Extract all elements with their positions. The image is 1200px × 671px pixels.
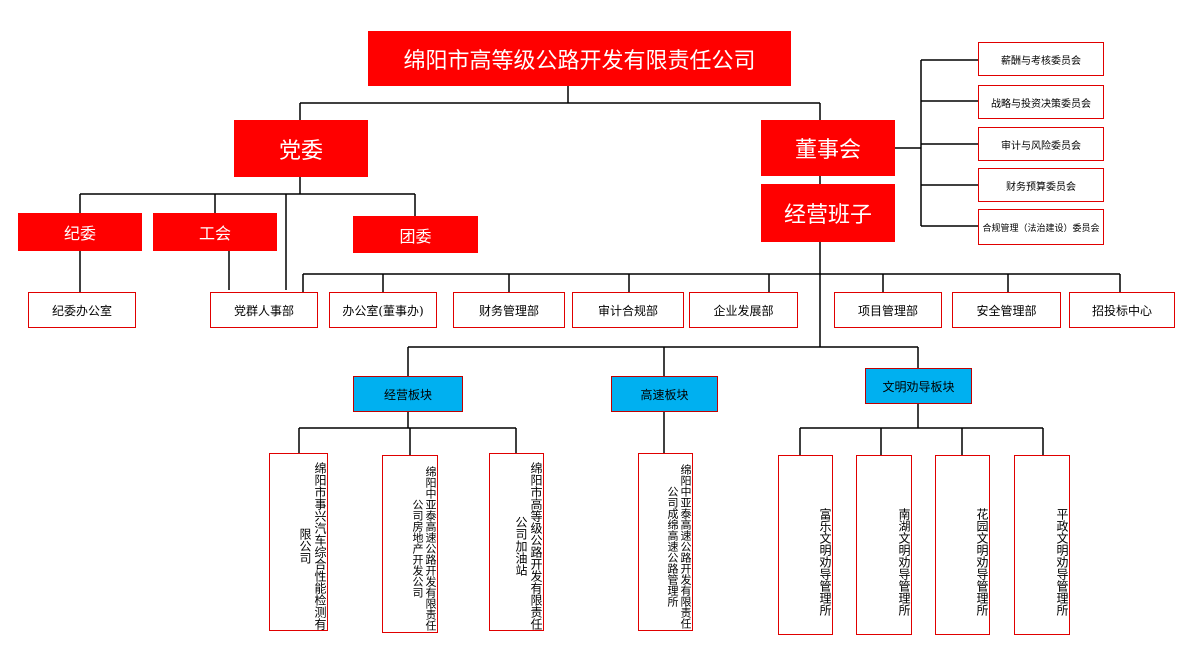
unit-real-estate: 绵阳中亚泰高速公路开发有限责任公司房地产开发公司	[382, 455, 438, 633]
committee-audit: 审计与风险委员会	[978, 127, 1104, 161]
management-team: 经营班子	[761, 184, 895, 242]
trade-union: 工会	[153, 213, 277, 251]
dept-audit-compliance: 审计合规部	[572, 292, 684, 328]
unit-nanhu: 南湖文明劝导管理所	[856, 455, 912, 635]
unit-pingzheng: 平政文明劝导管理所	[1014, 455, 1070, 635]
youth-league: 团委	[353, 216, 478, 253]
unit-huayuan: 花园文明劝导管理所	[935, 455, 990, 635]
dept-bidding: 招投标中心	[1069, 292, 1175, 328]
dept-party-hr: 党群人事部	[210, 292, 318, 328]
unit-vehicle-inspection: 绵阳市事兴汽车综合性能检测有限公司	[269, 453, 328, 631]
unit-highway-admin: 绵阳中亚泰高速公路开发有限责任公司成绵高速公路管理所	[638, 453, 693, 631]
dept-project: 项目管理部	[834, 292, 942, 328]
sector-civil-guidance: 文明劝导板块	[865, 368, 972, 404]
dept-enterprise-dev: 企业发展部	[689, 292, 798, 328]
unit-nanhu-label: 南湖文明劝导管理所	[897, 508, 911, 616]
unit-highway-admin-label: 绵阳中亚泰高速公路开发有限责任公司成绵高速公路管理所	[666, 463, 692, 629]
unit-fule-label: 富乐文明劝导管理所	[818, 508, 832, 616]
discipline-office: 纪委办公室	[28, 292, 136, 328]
unit-vehicle-inspection-label: 绵阳市事兴汽车综合性能检测有限公司	[298, 462, 327, 630]
dept-finance: 财务管理部	[453, 292, 565, 328]
party-committee: 党委	[234, 120, 368, 177]
root-company: 绵阳市高等级公路开发有限责任公司	[368, 31, 791, 86]
unit-real-estate-label: 绵阳中亚泰高速公路开发有限责任公司房地产开发公司	[411, 465, 437, 631]
unit-gas-station-label: 绵阳市高等级公路开发有限责任公司加油站	[514, 462, 543, 630]
committee-compensation: 薪酬与考核委员会	[978, 42, 1104, 76]
unit-gas-station: 绵阳市高等级公路开发有限责任公司加油站	[489, 453, 544, 631]
unit-pingzheng-label: 平政文明劝导管理所	[1055, 508, 1069, 616]
board-of-directors: 董事会	[761, 120, 895, 176]
sector-business: 经营板块	[353, 376, 463, 412]
sector-highway: 高速板块	[611, 376, 718, 412]
committee-compliance: 合规管理（法治建设）委员会	[978, 209, 1104, 245]
discipline-committee: 纪委	[18, 213, 142, 251]
dept-safety: 安全管理部	[952, 292, 1061, 328]
committee-strategy: 战略与投资决策委员会	[978, 85, 1104, 119]
unit-huayuan-label: 花园文明劝导管理所	[975, 508, 989, 616]
unit-fule: 富乐文明劝导管理所	[778, 455, 833, 635]
dept-office: 办公室(董事办)	[329, 292, 437, 328]
committee-budget: 财务预算委员会	[978, 168, 1104, 202]
